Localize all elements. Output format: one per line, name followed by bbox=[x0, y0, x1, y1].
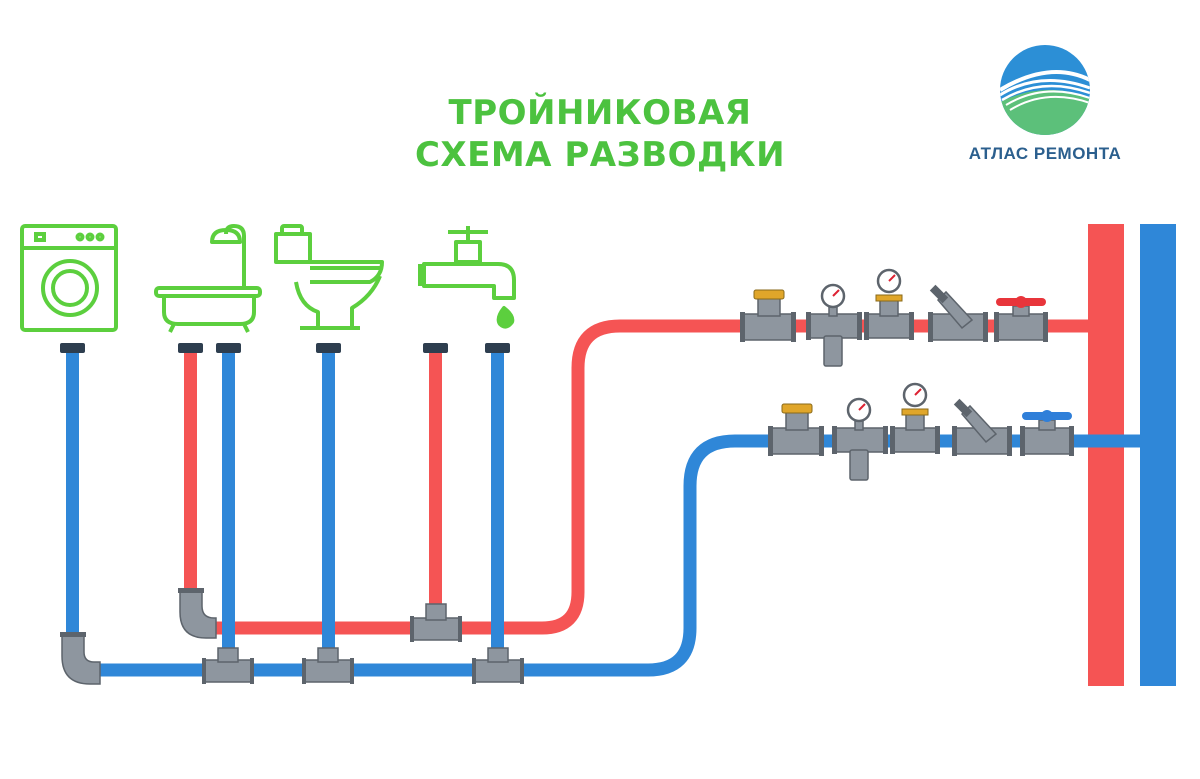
cold-riser-pipe bbox=[1140, 224, 1176, 686]
hot-pressure-gauge bbox=[864, 268, 914, 340]
cold-strainer bbox=[952, 398, 1012, 456]
bathtub-shower-icon bbox=[154, 224, 262, 333]
hot-water-meter bbox=[740, 289, 796, 342]
hot-strainer bbox=[928, 284, 988, 342]
faucet-sink-icon bbox=[418, 226, 516, 329]
atlas-globe-logo-icon bbox=[1000, 45, 1090, 135]
cold-drop-washer bbox=[66, 352, 79, 642]
pipe-cap bbox=[316, 343, 341, 353]
hot-drop-bath bbox=[184, 352, 197, 600]
cold-supply-line bbox=[92, 434, 1142, 677]
page-title: ТРОЙНИКОВАЯ СХЕМА РАЗВОДКИ bbox=[390, 92, 810, 176]
cold-water-meter bbox=[768, 403, 824, 456]
hot-drop-sink bbox=[429, 352, 442, 616]
cold-drop-sink bbox=[491, 352, 504, 652]
elbow-collar bbox=[178, 588, 204, 593]
hot-supply-line bbox=[210, 319, 1090, 635]
hot-ball-valve bbox=[994, 296, 1048, 342]
logo-text: АТЛАС РЕМОНТА bbox=[968, 144, 1122, 163]
pipe-cap bbox=[423, 343, 448, 353]
tee-fitting bbox=[410, 603, 462, 642]
cold-drop-toilet bbox=[322, 352, 335, 652]
hot-pressure-gauge-tee bbox=[806, 283, 862, 367]
elbow-fitting bbox=[179, 591, 217, 639]
pipe-cap bbox=[178, 343, 203, 353]
title-line-2: СХЕМА РАЗВОДКИ bbox=[414, 135, 786, 175]
washing-machine-icon bbox=[20, 224, 118, 332]
cold-ball-valve bbox=[1020, 410, 1074, 456]
elbow-collar bbox=[60, 632, 86, 637]
pipe-cap bbox=[485, 343, 510, 353]
cold-drop-bath bbox=[222, 352, 235, 652]
tee-fitting bbox=[472, 647, 524, 684]
logo: АТЛАС РЕМОНТА bbox=[940, 40, 1150, 240]
elbow-fitting bbox=[61, 635, 101, 685]
tee-fitting bbox=[202, 647, 254, 684]
pipe-cap bbox=[216, 343, 241, 353]
cold-pressure-gauge-tee bbox=[832, 397, 888, 481]
title-line-1: ТРОЙНИКОВАЯ bbox=[448, 93, 752, 133]
cold-pressure-gauge bbox=[890, 382, 940, 454]
tee-fitting bbox=[302, 647, 354, 684]
toilet-icon bbox=[274, 224, 384, 330]
pipe-cap bbox=[60, 343, 85, 353]
hot-riser-pipe bbox=[1088, 224, 1124, 686]
